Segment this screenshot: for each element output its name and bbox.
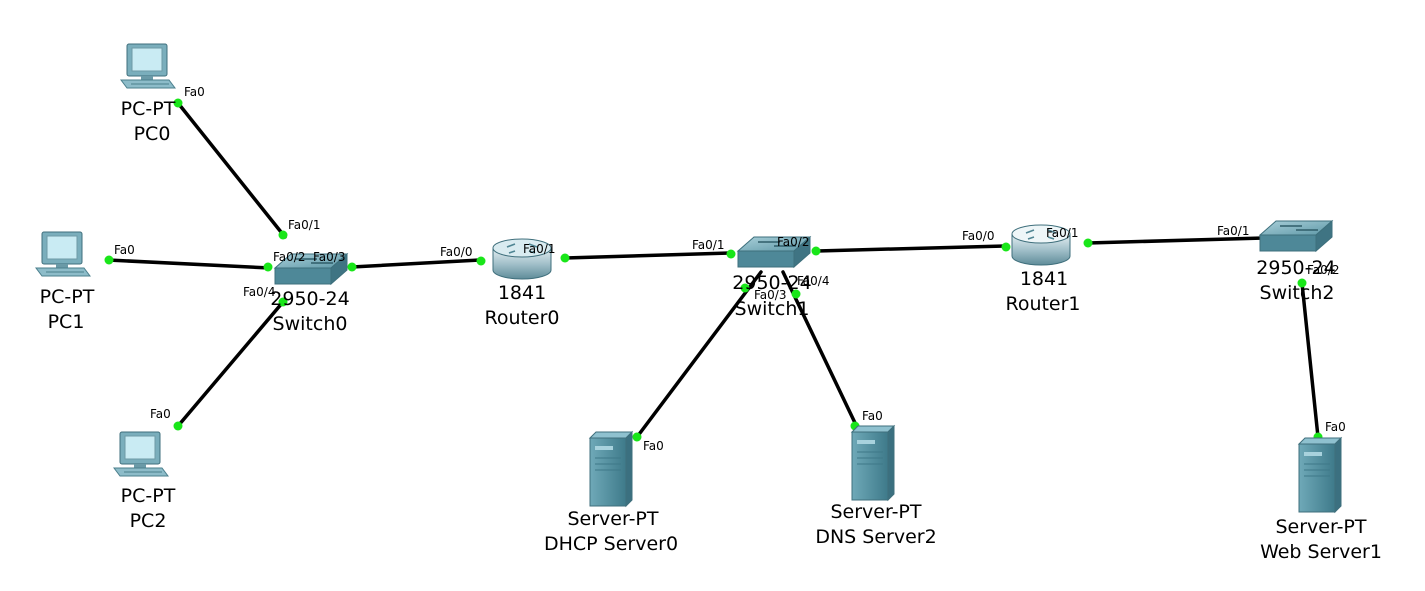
router-icon xyxy=(492,238,552,280)
device-type-label: 1841 xyxy=(1020,268,1068,290)
port-led-dhcp xyxy=(632,432,642,442)
device-switch0[interactable] xyxy=(273,252,349,286)
pc-icon xyxy=(35,231,91,277)
device-name-label: Router0 xyxy=(484,307,559,329)
device-web-server1[interactable] xyxy=(1297,436,1343,514)
link-switch1-router1[interactable] xyxy=(815,244,1007,253)
port-label: Fa0/2 xyxy=(1307,263,1339,277)
device-name-label: Switch2 xyxy=(1260,282,1335,304)
device-name-label: Router1 xyxy=(1005,293,1080,315)
port-label: Fa0 xyxy=(150,407,171,421)
port-label: Fa0/4 xyxy=(243,285,275,299)
server-icon xyxy=(588,430,634,508)
port-label: Fa0 xyxy=(1325,420,1346,434)
device-type-label: 2950-24 xyxy=(732,272,811,294)
port-label: Fa0/0 xyxy=(962,229,994,243)
links xyxy=(106,101,1320,439)
device-switch2[interactable] xyxy=(1258,219,1334,253)
port-led-switch0-fa04 xyxy=(278,297,288,307)
device-name-label: DNS Server2 xyxy=(815,526,936,548)
port-label: Fa0/1 xyxy=(1046,226,1078,240)
port-led-switch1-fa02 xyxy=(811,246,821,256)
port-led-switch2-fa02 xyxy=(1297,278,1307,288)
device-pc0[interactable] xyxy=(120,43,176,89)
device-name-label: DHCP Server0 xyxy=(544,533,678,555)
port-label: Fa0/2 xyxy=(273,250,305,264)
port-led-switch0-fa02 xyxy=(263,262,273,272)
device-type-label: 2950-24 xyxy=(270,288,349,310)
switch-icon xyxy=(1258,219,1334,253)
port-led-router1-fa01 xyxy=(1083,238,1093,248)
device-type-label: PC-PT xyxy=(121,98,176,120)
port-led-router0-fa01 xyxy=(560,253,570,263)
device-pc2[interactable] xyxy=(113,431,169,477)
port-led-switch1-fa04 xyxy=(791,289,801,299)
port-label: Fa0/1 xyxy=(1217,224,1249,238)
pc-icon xyxy=(113,431,169,477)
port-label: Fa0/1 xyxy=(523,242,555,256)
device-dhcp-server0[interactable] xyxy=(588,430,634,508)
device-name-label: PC1 xyxy=(48,311,85,333)
switch-icon xyxy=(736,235,812,269)
device-type-label: Server-PT xyxy=(830,501,921,523)
device-pc1[interactable] xyxy=(35,231,91,277)
device-name-label: PC0 xyxy=(134,123,171,145)
device-router1[interactable] xyxy=(1011,224,1071,266)
server-icon xyxy=(1297,436,1343,514)
device-router0[interactable] xyxy=(492,238,552,280)
device-type-label: PC-PT xyxy=(121,485,176,507)
device-type-label: Server-PT xyxy=(567,508,658,530)
device-type-label: 1841 xyxy=(498,282,546,304)
port-label: Fa0/4 xyxy=(797,274,829,288)
port-led-pc1 xyxy=(104,255,114,265)
device-name-label: Switch0 xyxy=(273,313,348,335)
device-type-label: PC-PT xyxy=(40,286,95,308)
link-router1-switch2[interactable] xyxy=(1086,236,1266,245)
port-led-router0-fa00 xyxy=(476,256,486,266)
port-led-switch0-fa03 xyxy=(347,262,357,272)
device-name-label: PC2 xyxy=(130,510,167,532)
port-label: Fa0/3 xyxy=(313,250,345,264)
link-pc0-switch0[interactable] xyxy=(176,101,287,239)
server-icon xyxy=(850,424,896,502)
port-led-switch1-fa01 xyxy=(726,249,736,259)
link-pc2-switch0[interactable] xyxy=(176,300,285,428)
switch-icon xyxy=(273,252,349,286)
port-led-pc0 xyxy=(173,98,183,108)
port-led-router1-fa00 xyxy=(1001,242,1011,252)
port-labels: Fa0 Fa0/1 Fa0 Fa0/2 Fa0 Fa0/4 Fa0/3 Fa0/… xyxy=(114,85,1346,453)
device-switch1[interactable] xyxy=(736,235,812,269)
port-led-switch1-fa03 xyxy=(740,283,750,293)
port-label: Fa0/1 xyxy=(288,218,320,232)
device-labels: PC-PT PC0 PC-PT PC1 PC-PT PC2 2950-24 Sw… xyxy=(40,98,1382,563)
port-label: Fa0 xyxy=(184,85,205,99)
port-label: Fa0/2 xyxy=(777,235,809,249)
link-switch2-web[interactable] xyxy=(1300,281,1320,439)
pc-icon xyxy=(120,43,176,89)
port-label: Fa0 xyxy=(643,439,664,453)
port-label: Fa0/0 xyxy=(440,245,472,259)
device-dns-server2[interactable] xyxy=(850,424,896,502)
device-name-label: Web Server1 xyxy=(1260,541,1382,563)
link-switch1-dhcp[interactable] xyxy=(635,270,763,439)
link-pc1-switch0[interactable] xyxy=(106,258,272,270)
port-label: Fa0/1 xyxy=(692,238,724,252)
port-label: Fa0 xyxy=(862,409,883,423)
device-name-label: Switch1 xyxy=(735,298,810,320)
port-led-pc2 xyxy=(173,421,183,431)
link-router0-switch1[interactable] xyxy=(563,251,732,260)
router-icon xyxy=(1011,224,1071,266)
port-label: Fa0/3 xyxy=(754,288,786,302)
link-switch0-router0[interactable] xyxy=(350,258,482,269)
port-led-switch0-fa01 xyxy=(278,230,288,240)
port-label: Fa0 xyxy=(114,243,135,257)
device-type-label: Server-PT xyxy=(1275,516,1366,538)
device-type-label: 2950-24 xyxy=(1256,257,1335,279)
